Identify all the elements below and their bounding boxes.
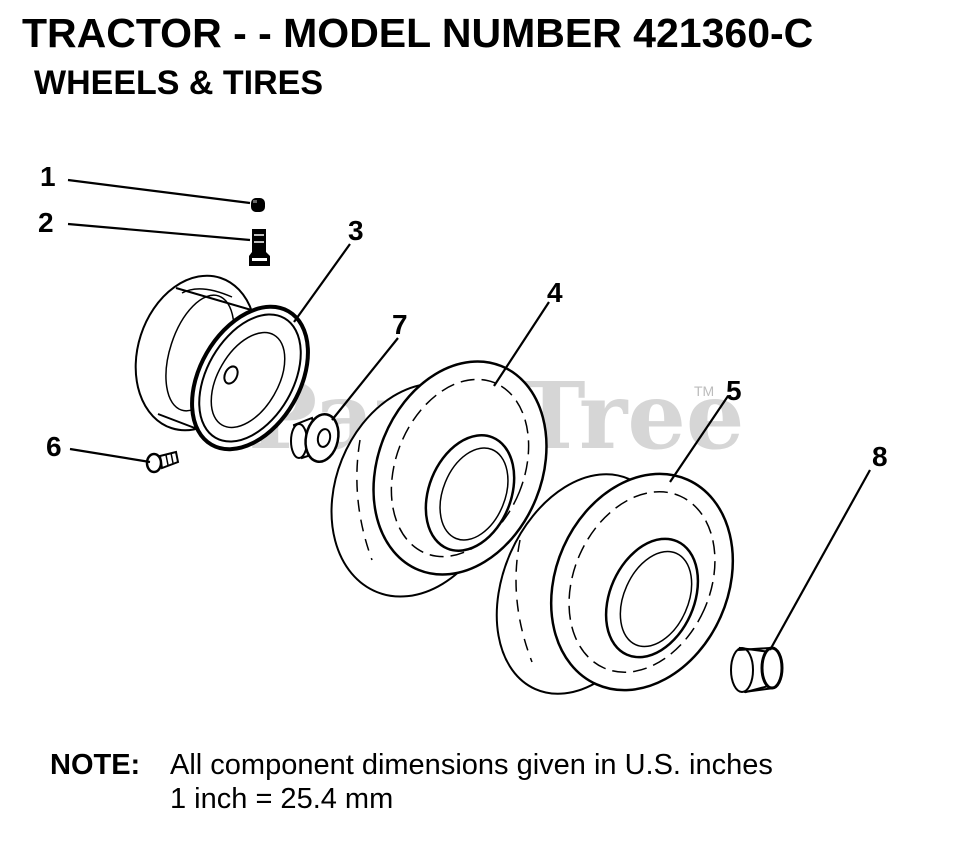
callout-1: 1: [40, 161, 56, 192]
note-line-2: 1 inch = 25.4 mm: [170, 783, 394, 815]
part-2-valve-stem[interactable]: [249, 229, 270, 266]
callout-6: 6: [46, 431, 62, 462]
part-1-valve-cap[interactable]: [251, 198, 265, 212]
watermark-tm: TM: [694, 383, 714, 399]
part-3-wheel-rim[interactable]: [116, 260, 331, 470]
callout-2: 2: [38, 207, 54, 238]
callout-5: 5: [726, 375, 742, 406]
callout-4: 4: [547, 277, 563, 308]
callout-3: 3: [348, 215, 364, 246]
part-5-tire[interactable]: [464, 445, 766, 721]
page-subtitle: WHEELS & TIRES: [34, 64, 324, 102]
part-6-bolt[interactable]: [145, 450, 180, 474]
callout-8: 8: [872, 441, 888, 472]
part-4-tire[interactable]: [301, 335, 577, 622]
page-title: TRACTOR - - MODEL NUMBER 421360-C: [22, 10, 814, 56]
part-7-bushing[interactable]: [290, 411, 343, 465]
part-8-bushing[interactable]: [730, 646, 784, 694]
callout-7: 7: [392, 309, 408, 340]
note-label: NOTE:: [50, 749, 141, 781]
leader-lines: [67, 178, 871, 651]
dimension-note: NOTE: All component dimensions given in U…: [50, 748, 773, 816]
note-line-1: All component dimensions given in U.S. i…: [170, 749, 773, 781]
